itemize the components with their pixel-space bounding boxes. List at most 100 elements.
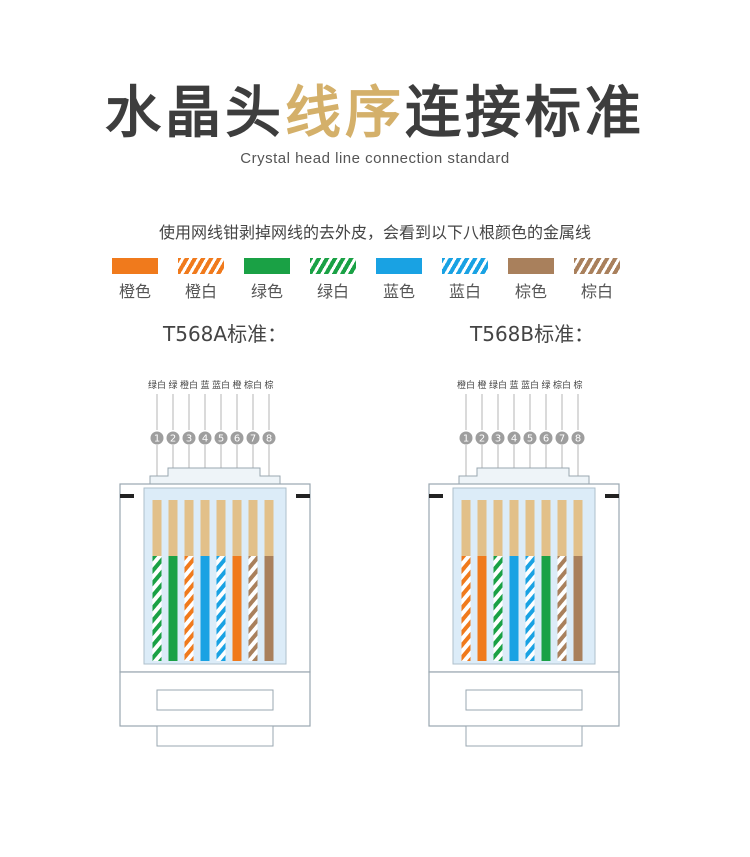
pin-number-circle	[475, 431, 489, 445]
gold-contact	[200, 500, 210, 556]
pin-number: 7	[250, 434, 256, 445]
swatch-blue-white	[442, 258, 488, 274]
gold-contact	[168, 500, 178, 556]
connector-boot-slot	[465, 689, 583, 711]
pin-number-circle	[246, 431, 260, 445]
pin-label: 绿白	[148, 379, 166, 391]
swatch-blue	[376, 258, 422, 274]
swatch-label: 绿色	[250, 282, 283, 301]
standard-b-label: T568B标准：	[470, 322, 595, 346]
wire-green	[168, 556, 178, 661]
pin-number: 7	[559, 434, 565, 445]
connector-notch-right	[605, 494, 619, 498]
title-part2: 连接标准	[405, 81, 645, 146]
swatch-label: 蓝色	[382, 282, 415, 301]
pin-number-circle	[555, 431, 569, 445]
wire-brown	[264, 556, 274, 661]
pin-number: 3	[495, 434, 501, 445]
pin-label: 蓝白	[212, 379, 230, 391]
pin-label: 橙白	[180, 379, 198, 391]
gold-contact	[184, 500, 194, 556]
pin-number: 8	[266, 434, 272, 445]
pin-label: 棕白	[244, 379, 262, 391]
page-subtitle: Crystal head line connection standard	[240, 150, 510, 167]
pin-number-circle	[198, 431, 212, 445]
connector-notch-right	[296, 494, 310, 498]
pin-number: 3	[186, 434, 192, 445]
pin-number-circle	[150, 431, 164, 445]
swatch-label: 绿白	[316, 282, 349, 301]
swatch-brown-white	[574, 258, 620, 274]
connector-boot-slot	[156, 689, 274, 711]
pin-number: 1	[463, 434, 469, 445]
pin-number: 2	[170, 434, 176, 445]
swatch-brown	[508, 258, 554, 274]
gold-contact	[248, 500, 258, 556]
wire-brown-white	[557, 556, 567, 661]
swatch-label: 棕白	[580, 282, 613, 301]
connector-inner-window	[452, 487, 596, 665]
gold-contact	[525, 500, 535, 556]
page-title: 水晶头线序连接标准	[0, 68, 750, 149]
pin-label: 棕	[264, 379, 273, 391]
pin-number-circle	[182, 431, 196, 445]
pin-label: 绿	[168, 379, 177, 391]
pin-label: 蓝白	[521, 379, 539, 391]
swatch-label: 橙色	[118, 282, 151, 301]
swatch-green-white	[310, 258, 356, 274]
pin-label: 橙白	[457, 379, 475, 391]
pin-number-circle	[523, 431, 537, 445]
wire-brown-white	[248, 556, 258, 661]
gold-contact	[493, 500, 503, 556]
pin-number-circle	[214, 431, 228, 445]
pin-number-circle	[571, 431, 585, 445]
pin-number-circle	[539, 431, 553, 445]
color-legend: 橙色 橙白 绿色 绿白 蓝色 蓝白 棕色 棕白	[112, 258, 638, 301]
gold-contact	[541, 500, 551, 556]
connector-inner-window	[143, 487, 287, 665]
pin-number-circle	[230, 431, 244, 445]
pin-number: 5	[218, 434, 224, 445]
swatch-label: 蓝白	[448, 282, 481, 301]
pin-number: 1	[154, 434, 160, 445]
swatch-label: 橙白	[184, 282, 217, 301]
wire-blue-white	[525, 556, 535, 661]
gold-contact	[509, 500, 519, 556]
pin-number: 4	[511, 434, 517, 445]
pin-number: 2	[479, 434, 485, 445]
pin-number: 5	[527, 434, 533, 445]
connector-notch-left	[120, 494, 134, 498]
swatch-green	[244, 258, 290, 274]
gold-contact	[477, 500, 487, 556]
cable-stub	[156, 725, 274, 747]
cable-stub	[465, 725, 583, 747]
pin-label: 橙	[477, 379, 486, 391]
description-text: 使用网线钳剥掉网线的去外皮，会看到以下八根颜色的金属线	[158, 223, 591, 242]
wire-green-white	[152, 556, 162, 661]
pin-number-circle	[166, 431, 180, 445]
pin-number-circle	[507, 431, 521, 445]
wire-blue	[509, 556, 519, 661]
wire-blue	[200, 556, 210, 661]
wire-orange	[477, 556, 487, 661]
pin-number: 8	[575, 434, 581, 445]
gold-contact	[264, 500, 274, 556]
title-highlight: 线序	[285, 81, 405, 146]
pin-label: 蓝	[509, 379, 518, 391]
swatch-label: 棕色	[514, 282, 547, 301]
gold-contact	[232, 500, 242, 556]
pin-label: 绿	[541, 379, 550, 391]
swatch-orange	[112, 258, 158, 274]
wire-green-white	[493, 556, 503, 661]
pin-number-circle	[262, 431, 276, 445]
wire-orange	[232, 556, 242, 661]
wire-brown	[573, 556, 583, 661]
pin-label: 橙	[232, 379, 241, 391]
wire-orange-white	[461, 556, 471, 661]
wire-green	[541, 556, 551, 661]
pin-number: 6	[234, 434, 240, 445]
gold-contact	[573, 500, 583, 556]
gold-contact	[557, 500, 567, 556]
